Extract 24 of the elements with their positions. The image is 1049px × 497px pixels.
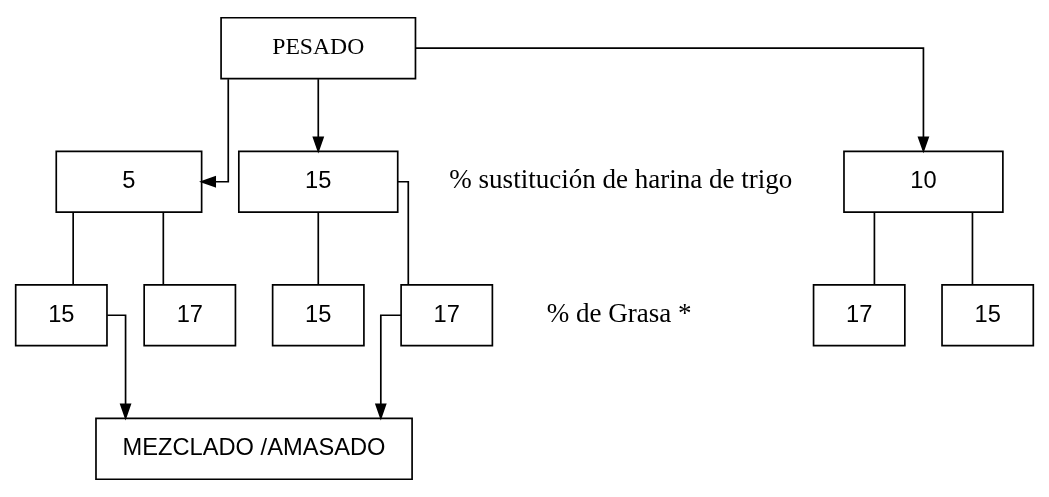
node-box: 15 — [14, 284, 108, 347]
arrow — [414, 47, 930, 154]
connector — [317, 211, 320, 286]
connector — [72, 211, 74, 286]
node-box: MEZCLADO /AMASADO — [95, 417, 413, 481]
node-box: 15 — [237, 150, 399, 213]
connector — [162, 211, 165, 286]
arrow — [374, 314, 402, 421]
node-box: 17 — [812, 284, 906, 347]
connector — [971, 211, 974, 286]
node-box: 17 — [400, 284, 494, 347]
node-box: 5 — [55, 150, 203, 213]
arrow — [199, 78, 230, 188]
label: % sustitución de harina de trigo — [449, 164, 793, 195]
node-box: 15 — [941, 284, 1035, 347]
connector — [397, 180, 410, 286]
label: % de Grasa * — [546, 297, 692, 328]
node-box: PESADO — [220, 16, 417, 80]
node-box: 15 — [271, 284, 365, 347]
arrow — [312, 78, 325, 154]
connector — [873, 211, 876, 286]
node-box: 17 — [143, 284, 237, 347]
node-box: 10 — [843, 150, 1004, 213]
arrow — [106, 314, 132, 421]
